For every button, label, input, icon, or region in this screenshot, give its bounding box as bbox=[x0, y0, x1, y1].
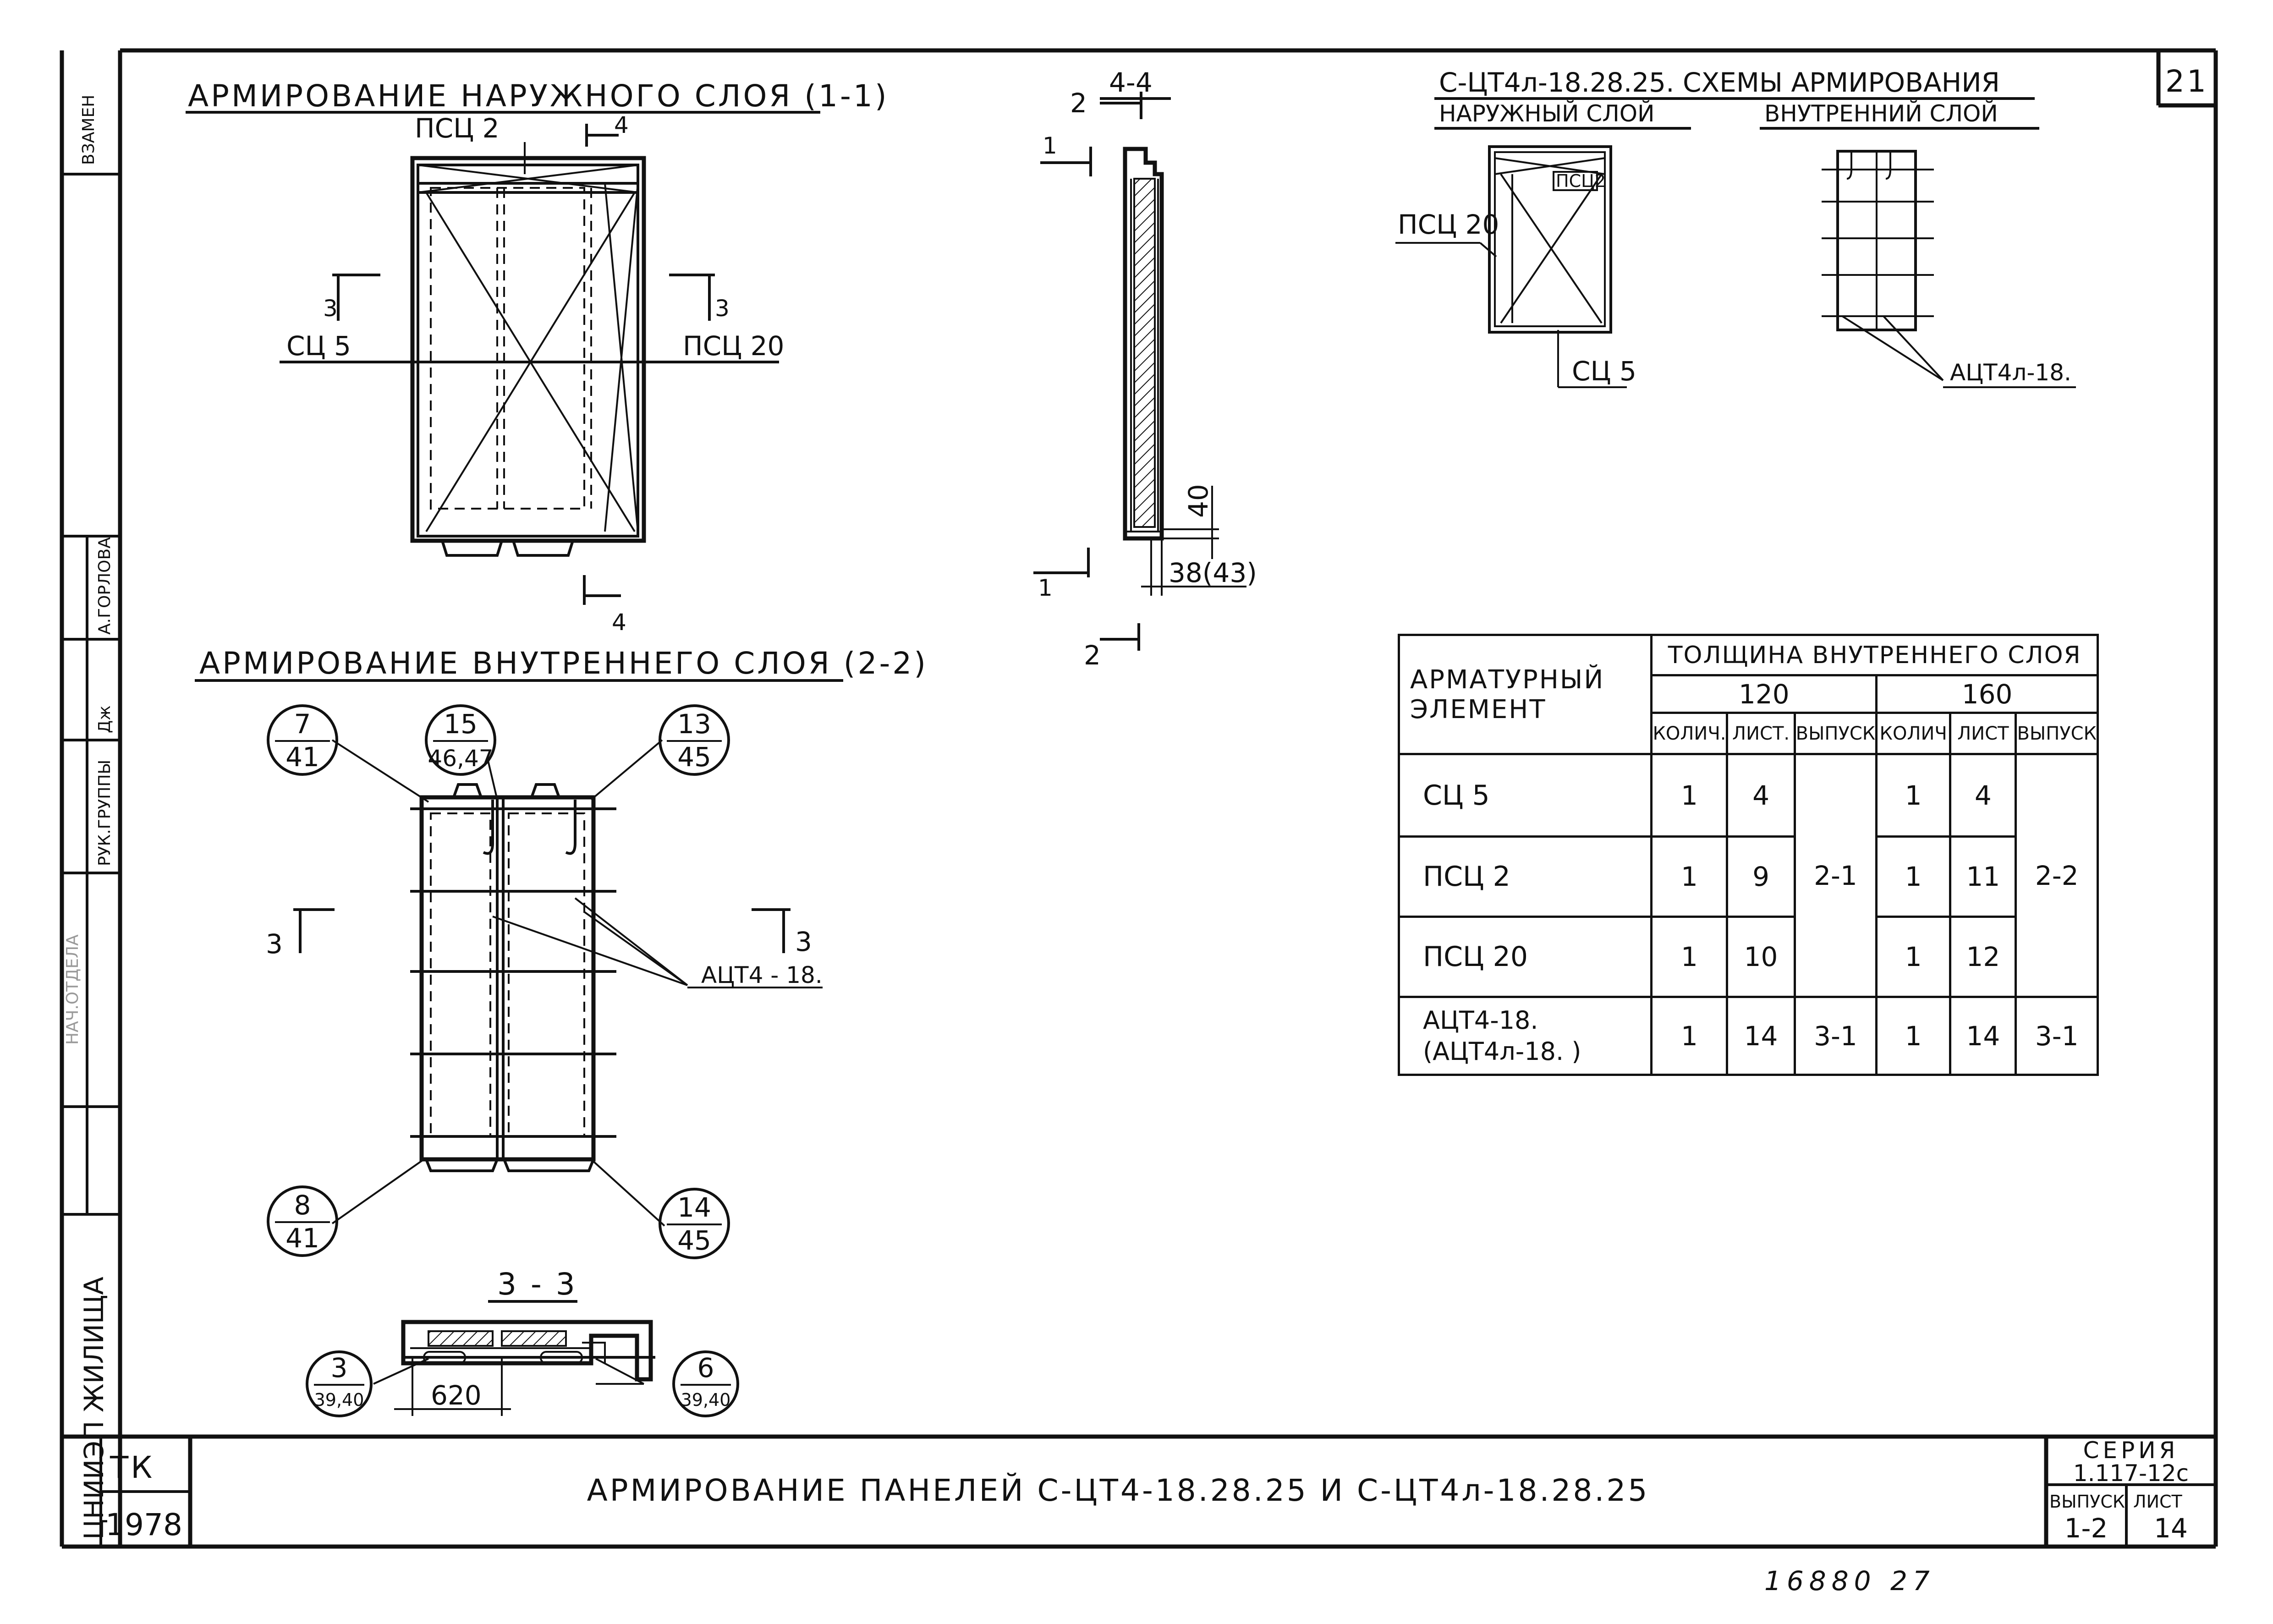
svg-text:39,40: 39,40 bbox=[314, 1390, 364, 1410]
title-block-year: 1978 bbox=[105, 1507, 182, 1542]
title-block-sheet-value: 14 bbox=[2154, 1513, 2188, 1544]
callout-6-3940: 6 39,40 bbox=[672, 1350, 739, 1417]
callout-13-45: 13 45 bbox=[659, 704, 730, 776]
title-block-series-value: 1.117-12с bbox=[2073, 1460, 2189, 1487]
table-header-120: 120 bbox=[1650, 674, 1878, 714]
title-block-sheet-label: ЛИСТ bbox=[2133, 1492, 2183, 1512]
table-sub-qty-b: КОЛИЧ bbox=[1875, 712, 1952, 755]
svg-text:6: 6 bbox=[697, 1352, 714, 1383]
view-2-2-label-act: АЦТ4 - 18. bbox=[701, 962, 823, 988]
view-3-3: 3 - 3 620 bbox=[373, 1267, 655, 1416]
table-sub-sheet-a: ЛИСТ. bbox=[1726, 712, 1796, 755]
reinforcement-table: АРМАТУРНЫЙ ЭЛЕМЕНТ ТОЛЩИНА ВНУТРЕННЕГО С… bbox=[1397, 634, 2099, 1076]
view-1-1-cut-4-bottom: 4 bbox=[612, 609, 626, 636]
callout-15-4647: 15 46,47 bbox=[425, 704, 496, 776]
schemes-label-psc20: ПСЦ 20 bbox=[1398, 209, 1499, 240]
svg-text:41: 41 bbox=[285, 1223, 319, 1254]
callout-3-3940: 3 39,40 bbox=[306, 1350, 373, 1417]
svg-text:8: 8 bbox=[294, 1190, 311, 1221]
schemes-label-act: АЦТ4л-18. bbox=[1950, 359, 2071, 386]
view-4-4-title: 4-4 bbox=[1109, 67, 1153, 98]
title-block-code: ТК bbox=[110, 1450, 154, 1485]
view-3-3-dim-620: 620 bbox=[431, 1380, 482, 1411]
view-1-1-cut-4-top: 4 bbox=[614, 112, 629, 138]
view-3-3-title: 3 - 3 bbox=[497, 1267, 577, 1302]
side-stamp-top: ВЗАМЕН bbox=[79, 95, 98, 165]
view-4-4-cut-1-bottom: 1 bbox=[1038, 575, 1053, 601]
view-4-4-cut-2-top: 2 bbox=[1070, 88, 1087, 119]
callout-14-45: 14 45 bbox=[659, 1188, 730, 1259]
side-stamp-role: РУК.ГРУППЫ bbox=[95, 760, 114, 866]
svg-text:13: 13 bbox=[677, 708, 711, 740]
side-stamp-org: ЦНИИЭП ЖИЛИЩА bbox=[78, 1277, 110, 1540]
callout-7-41: 7 41 bbox=[267, 704, 338, 776]
schemes-outer-label: НАРУЖНЫЙ СЛОЙ bbox=[1439, 100, 1655, 127]
svg-text:15: 15 bbox=[444, 708, 478, 740]
svg-text:41: 41 bbox=[285, 741, 319, 773]
view-4-4: 4-4 2 1 40 38(43) 1 2 bbox=[1033, 67, 1257, 671]
table-sub-issue-a: ВЫПУСК bbox=[1793, 712, 1878, 755]
view-4-4-dim-40: 40 bbox=[1183, 484, 1214, 518]
view-4-4-dim-38: 38(43) bbox=[1169, 557, 1257, 588]
view-1-1-label-psc20: ПСЦ 20 bbox=[683, 330, 784, 362]
svg-text:45: 45 bbox=[677, 741, 711, 773]
view-1-1-cut-3-left: 3 bbox=[323, 295, 338, 322]
view-1-1-label-psc2: ПСЦ 2 bbox=[415, 113, 499, 144]
svg-text:7: 7 bbox=[294, 708, 311, 740]
title-block-issue-value: 1-2 bbox=[2064, 1513, 2108, 1544]
svg-text:46,47: 46,47 bbox=[428, 745, 493, 772]
table-issue-b: 2-2 bbox=[2015, 753, 2099, 998]
view-4-4-cut-2-bottom: 2 bbox=[1084, 640, 1101, 671]
table-row: ПСЦ 2 1 9 1 11 bbox=[1397, 835, 2098, 918]
side-stamp-faded: НАЧ.ОТДЕЛА bbox=[63, 934, 82, 1045]
schemes-inner-label: ВНУТРЕННИЙ СЛОЙ bbox=[1764, 100, 1998, 127]
callout-8-41: 8 41 bbox=[267, 1185, 338, 1257]
view-2-2-cut-3-right: 3 bbox=[795, 926, 812, 957]
view-1-1-cut-3-right: 3 bbox=[715, 295, 730, 322]
view-1-1-title: АРМИРОВАНИЕ НАРУЖНОГО СЛОЯ (1-1) bbox=[188, 78, 889, 114]
table-sub-sheet-b: ЛИСТ bbox=[1949, 712, 2017, 755]
svg-text:39,40: 39,40 bbox=[681, 1390, 731, 1410]
table-header-160: 160 bbox=[1875, 674, 2099, 714]
schemes-label-sc5: СЦ 5 bbox=[1572, 356, 1636, 387]
table-row: АЦТ4-18. (АЦТ4л-18. ) 1 14 3-1 1 14 3-1 bbox=[1397, 996, 2099, 1076]
view-2-2-cut-3-left: 3 bbox=[266, 928, 283, 960]
sheet-number: 21 bbox=[2165, 64, 2208, 99]
side-stamp-signature: Дж bbox=[95, 705, 114, 733]
table-row: ПСЦ 20 1 10 1 12 bbox=[1397, 916, 2098, 998]
side-stamp-author: А.ГОРЛОВА bbox=[95, 537, 114, 635]
table-header-element: АРМАТУРНЫЙ ЭЛЕМЕНТ bbox=[1397, 634, 1653, 755]
svg-text:45: 45 bbox=[677, 1225, 711, 1256]
table-row-name-line2: (АЦТ4л-18. ) bbox=[1423, 1037, 1581, 1066]
view-1-1: АРМИРОВАНИЕ НАРУЖНОГО СЛОЯ (1-1) 3 3 bbox=[186, 78, 889, 636]
view-1-1-label-sc5: СЦ 5 bbox=[286, 330, 351, 362]
schemes-label-psc2: ПСЦ2 bbox=[1556, 171, 1606, 191]
table-sub-issue-b: ВЫПУСК bbox=[2015, 712, 2099, 755]
title-block-title: АРМИРОВАНИЕ ПАНЕЛЕЙ С-ЦТ4-18.28.25 И С-Ц… bbox=[587, 1472, 1650, 1508]
title-block-series-label: СЕРИЯ bbox=[2083, 1437, 2179, 1464]
table-issue-a: 2-1 bbox=[1793, 753, 1878, 998]
svg-text:3: 3 bbox=[331, 1352, 348, 1383]
view-2-2: АРМИРОВАНИЕ ВНУТРЕННЕГО СЛОЯ (2-2) 3 3 bbox=[195, 646, 928, 1227]
view-4-4-cut-1-top: 1 bbox=[1043, 132, 1057, 159]
table-header-thickness: ТОЛЩИНА ВНУТРЕННЕГО СЛОЯ bbox=[1650, 634, 2099, 676]
view-2-2-title: АРМИРОВАНИЕ ВНУТРЕННЕГО СЛОЯ (2-2) bbox=[199, 646, 928, 681]
drawing-frame bbox=[60, 48, 2218, 1549]
svg-text:14: 14 bbox=[677, 1192, 711, 1223]
title-block-issue-label: ВЫПУСК bbox=[2049, 1492, 2125, 1512]
footer-note: 16880 27 bbox=[1764, 1565, 1935, 1597]
table-sub-qty-a: КОЛИЧ. bbox=[1650, 712, 1729, 755]
table-row: СЦ 5 1 4 2-1 1 4 2-2 bbox=[1397, 753, 2099, 998]
table-row-name-line1: АЦТ4-18. bbox=[1423, 1006, 1538, 1035]
schemes: С-ЦТ4л-18.28.25. СХЕМЫ АРМИРОВАНИЯ НАРУЖ… bbox=[1395, 67, 2076, 388]
schemes-title: С-ЦТ4л-18.28.25. СХЕМЫ АРМИРОВАНИЯ bbox=[1439, 67, 2000, 98]
